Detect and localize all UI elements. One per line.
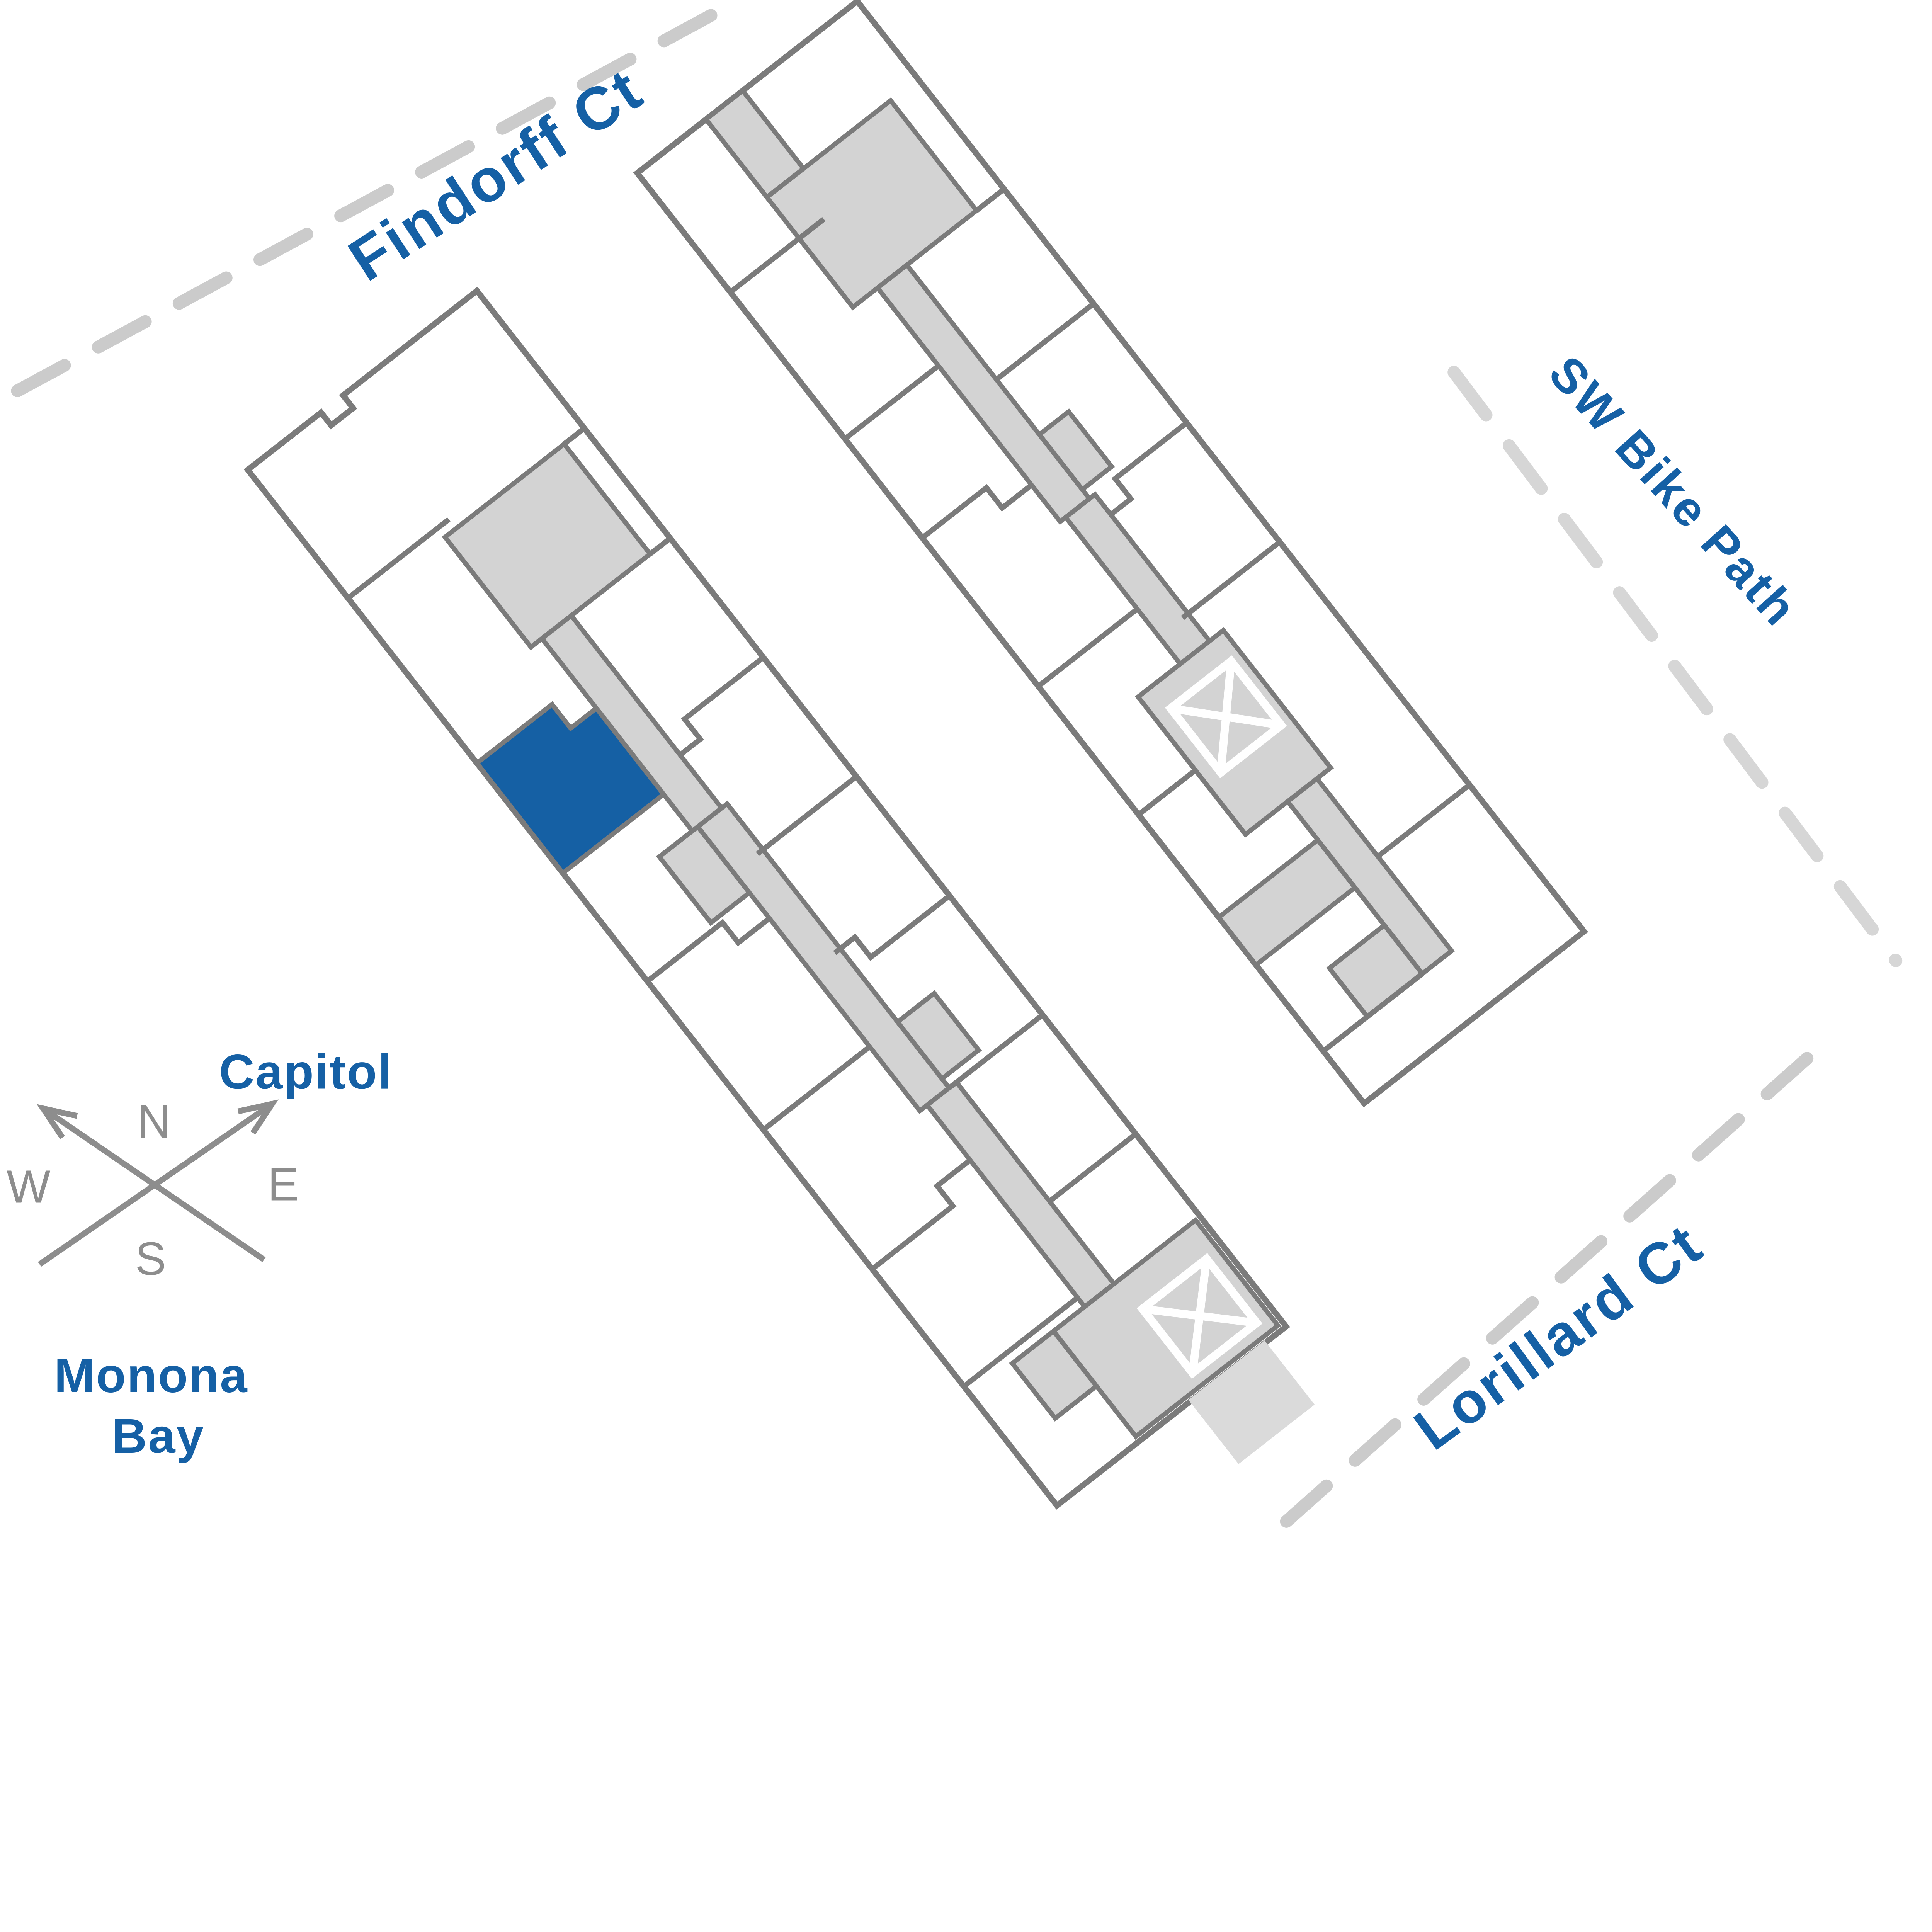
- landmark-label-monona-bay-line2: Bay: [112, 1409, 205, 1463]
- lorillard-ct-dashed-line: [1280, 1047, 1819, 1528]
- stairwell-x-icon: [1165, 655, 1287, 779]
- compass-rose: N S W E: [7, 1095, 300, 1285]
- landmark-label-monona-bay: Monona: [54, 1348, 248, 1403]
- east-building: [633, 0, 1588, 1108]
- compass-arrowhead-nw: [36, 1104, 78, 1139]
- compass-label-south: S: [135, 1233, 167, 1285]
- findorff-ct-dashed-line: [11, 0, 742, 397]
- highlighted-unit[interactable]: [473, 684, 667, 877]
- sw-bike-path-dashed-line: [1447, 366, 1903, 968]
- exit-walkway: [1188, 1340, 1315, 1464]
- corridor-vestibule: [764, 97, 980, 311]
- street-label-lorillard-ct: Lorillard Ct: [1403, 1211, 1714, 1462]
- unit-partitions-sw: [728, 217, 1424, 1053]
- compass-label-north: N: [137, 1095, 172, 1148]
- corridor-alcove: [1036, 408, 1115, 493]
- unit-partitions-sw: [346, 517, 1079, 1389]
- street-findorff-ct: Findorff Ct: [11, 0, 742, 397]
- west-building: [243, 286, 1315, 1510]
- landmark-label-capitol: Capitol: [219, 1045, 393, 1099]
- corridor-landing-lobe: [1009, 1328, 1100, 1422]
- corridor-vestibule: [442, 440, 653, 651]
- corridor-exit-branch: [1215, 837, 1359, 968]
- corridor-alcove: [894, 990, 982, 1082]
- compass-label-east: E: [268, 1158, 300, 1211]
- site-map: Findorff Ct SW Bike Path Lorillard Ct: [7, 0, 1903, 1528]
- compass-arrow-nw: [41, 1106, 266, 1262]
- street-label-sw-bike-path: SW Bike Path: [1539, 346, 1808, 637]
- unit-partitions-ne: [562, 426, 1138, 1204]
- unit-partitions-ne: [975, 187, 1471, 859]
- stairwell-x-icon: [1136, 1253, 1263, 1379]
- street-lorillard-ct: Lorillard Ct: [1280, 1047, 1819, 1528]
- compass-arrowhead-ne: [237, 1099, 279, 1135]
- street-label-findorff-ct: Findorff Ct: [337, 55, 655, 294]
- compass-label-west: W: [7, 1161, 52, 1213]
